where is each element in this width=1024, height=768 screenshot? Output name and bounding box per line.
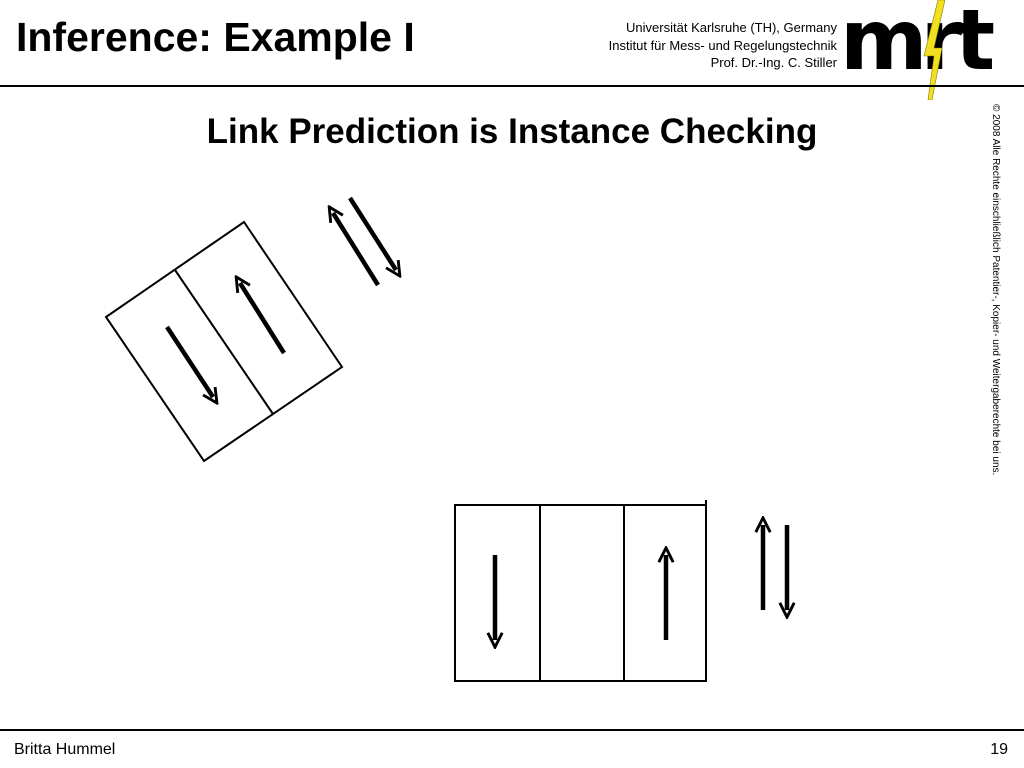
cell-left [454,504,541,682]
rotated-box [104,220,344,463]
arrow-down-icon [165,325,213,397]
diag-arrow-up-icon [333,213,380,287]
mrt-logo-text: mrt [840,0,994,89]
three-cell-box [454,500,707,682]
institution-line-1: Universität Karlsruhe (TH), Germany [626,20,837,35]
arrows-up-down-icon [333,196,396,287]
rotated-box-outline [104,220,344,463]
rotated-box-divider [174,269,274,415]
arrow-up-icon [240,283,286,355]
slide-title: Inference: Example I [16,14,415,60]
slide-subtitle: Link Prediction is Instance Checking [206,112,818,151]
rotated-box-arrows [165,283,286,397]
logo-lightning-icon [923,0,946,100]
institution-line-2: Institut für Mess- und Regelungstechnik [608,37,837,53]
cell-middle [539,504,625,682]
three-cell-arrows [495,555,666,640]
footer-author: Britta Hummel [14,741,116,758]
header-divider [0,85,1024,87]
mrt-logo: mrt [840,0,1001,100]
footer-divider [0,729,1024,731]
page-number: 19 [990,741,1008,758]
cell-right [623,504,707,682]
arrows-up-down-icon-2 [763,525,787,610]
institution-line-3: Prof. Dr.-Ing. C. Stiller [710,55,837,70]
diag-arrow-down-icon [348,196,396,270]
institution-block: Universität Karlsruhe (TH), Germany Inst… [517,19,837,72]
